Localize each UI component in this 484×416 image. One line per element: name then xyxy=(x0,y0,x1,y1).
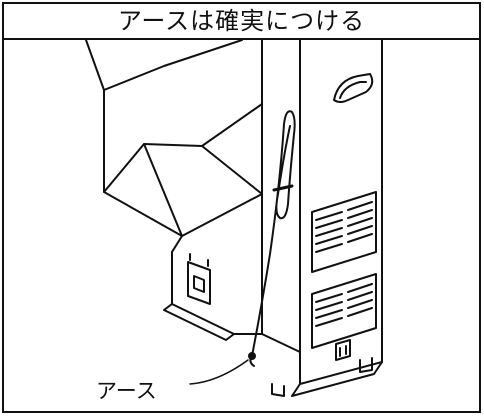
page-title: アースは確実につける xyxy=(117,7,366,35)
lower-vent xyxy=(311,273,377,349)
side-panel xyxy=(299,40,383,385)
ground-callout-label: アース xyxy=(96,379,157,403)
hood-facet xyxy=(103,103,263,193)
front-body xyxy=(261,40,301,353)
socket xyxy=(335,339,351,361)
cabinet-illustration xyxy=(85,40,383,397)
handle-slot xyxy=(333,73,374,103)
upper-vent xyxy=(311,191,377,273)
cabinet-foot xyxy=(271,383,285,397)
ground-wire xyxy=(251,110,296,357)
panel-edge xyxy=(291,361,383,397)
callout-leader xyxy=(189,359,249,385)
connector-block xyxy=(187,261,211,305)
instruction-figure: アースは確実につける xyxy=(2,2,481,413)
cabinet-hood xyxy=(85,40,263,237)
ground-point xyxy=(248,352,256,360)
title-bar: アースは確実につける xyxy=(4,4,479,40)
hood-inner-line xyxy=(103,40,243,91)
